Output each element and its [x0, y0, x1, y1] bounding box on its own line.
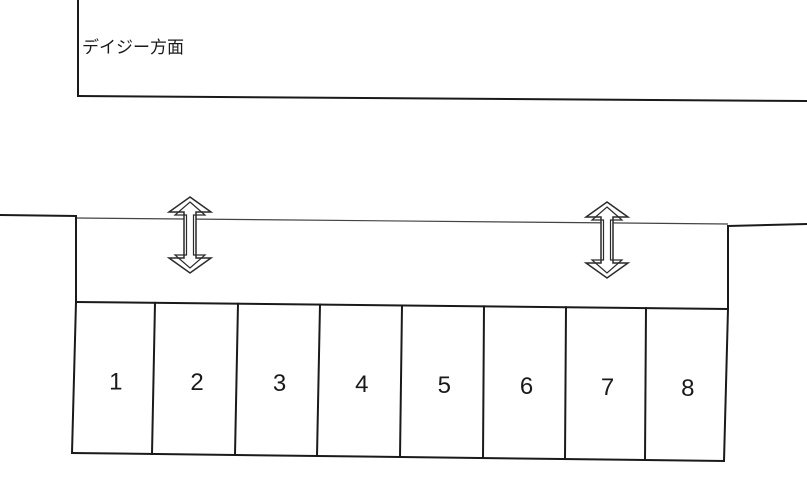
lot-frontage-line [75, 217, 729, 225]
stall-divider [150, 301, 157, 456]
double-arrow-vertical-icon [583, 201, 631, 279]
stall-divider [398, 304, 404, 459]
parking-space-number: 4 [355, 371, 368, 398]
parking-space-number: 5 [438, 372, 451, 399]
parking-space-number: 6 [520, 373, 533, 400]
road-edge-left [0, 213, 78, 218]
building-block: デイジー方面 [76, 0, 807, 103]
parking-stalls: 1 2 3 4 5 6 7 8 [70, 300, 730, 463]
road-edges [0, 213, 807, 228]
stalls-bottom-line [70, 451, 726, 463]
stall-divider [643, 307, 648, 462]
building-bottom-edge [76, 94, 807, 103]
arrow-inner-outline [590, 206, 624, 274]
parking-space-number: 3 [273, 370, 286, 397]
direction-label: デイジー方面 [82, 37, 184, 58]
arrow-outline [583, 201, 631, 279]
road-edge-right [726, 222, 807, 228]
stall-divider [563, 306, 568, 461]
parking-space-number: 1 [109, 368, 122, 395]
parking-space-number: 8 [681, 375, 694, 402]
stall-divider [481, 305, 486, 460]
arrow-inner-outline [173, 201, 207, 269]
stall-divider [70, 300, 78, 455]
stall-divider [722, 307, 730, 463]
arrow-outline [166, 196, 214, 274]
stall-divider [233, 302, 240, 457]
stall-divider [315, 303, 322, 458]
double-arrow-vertical-icon [166, 196, 214, 274]
parking-space-number: 7 [601, 374, 614, 401]
parking-space-number: 2 [190, 369, 203, 396]
entrances [166, 196, 631, 279]
